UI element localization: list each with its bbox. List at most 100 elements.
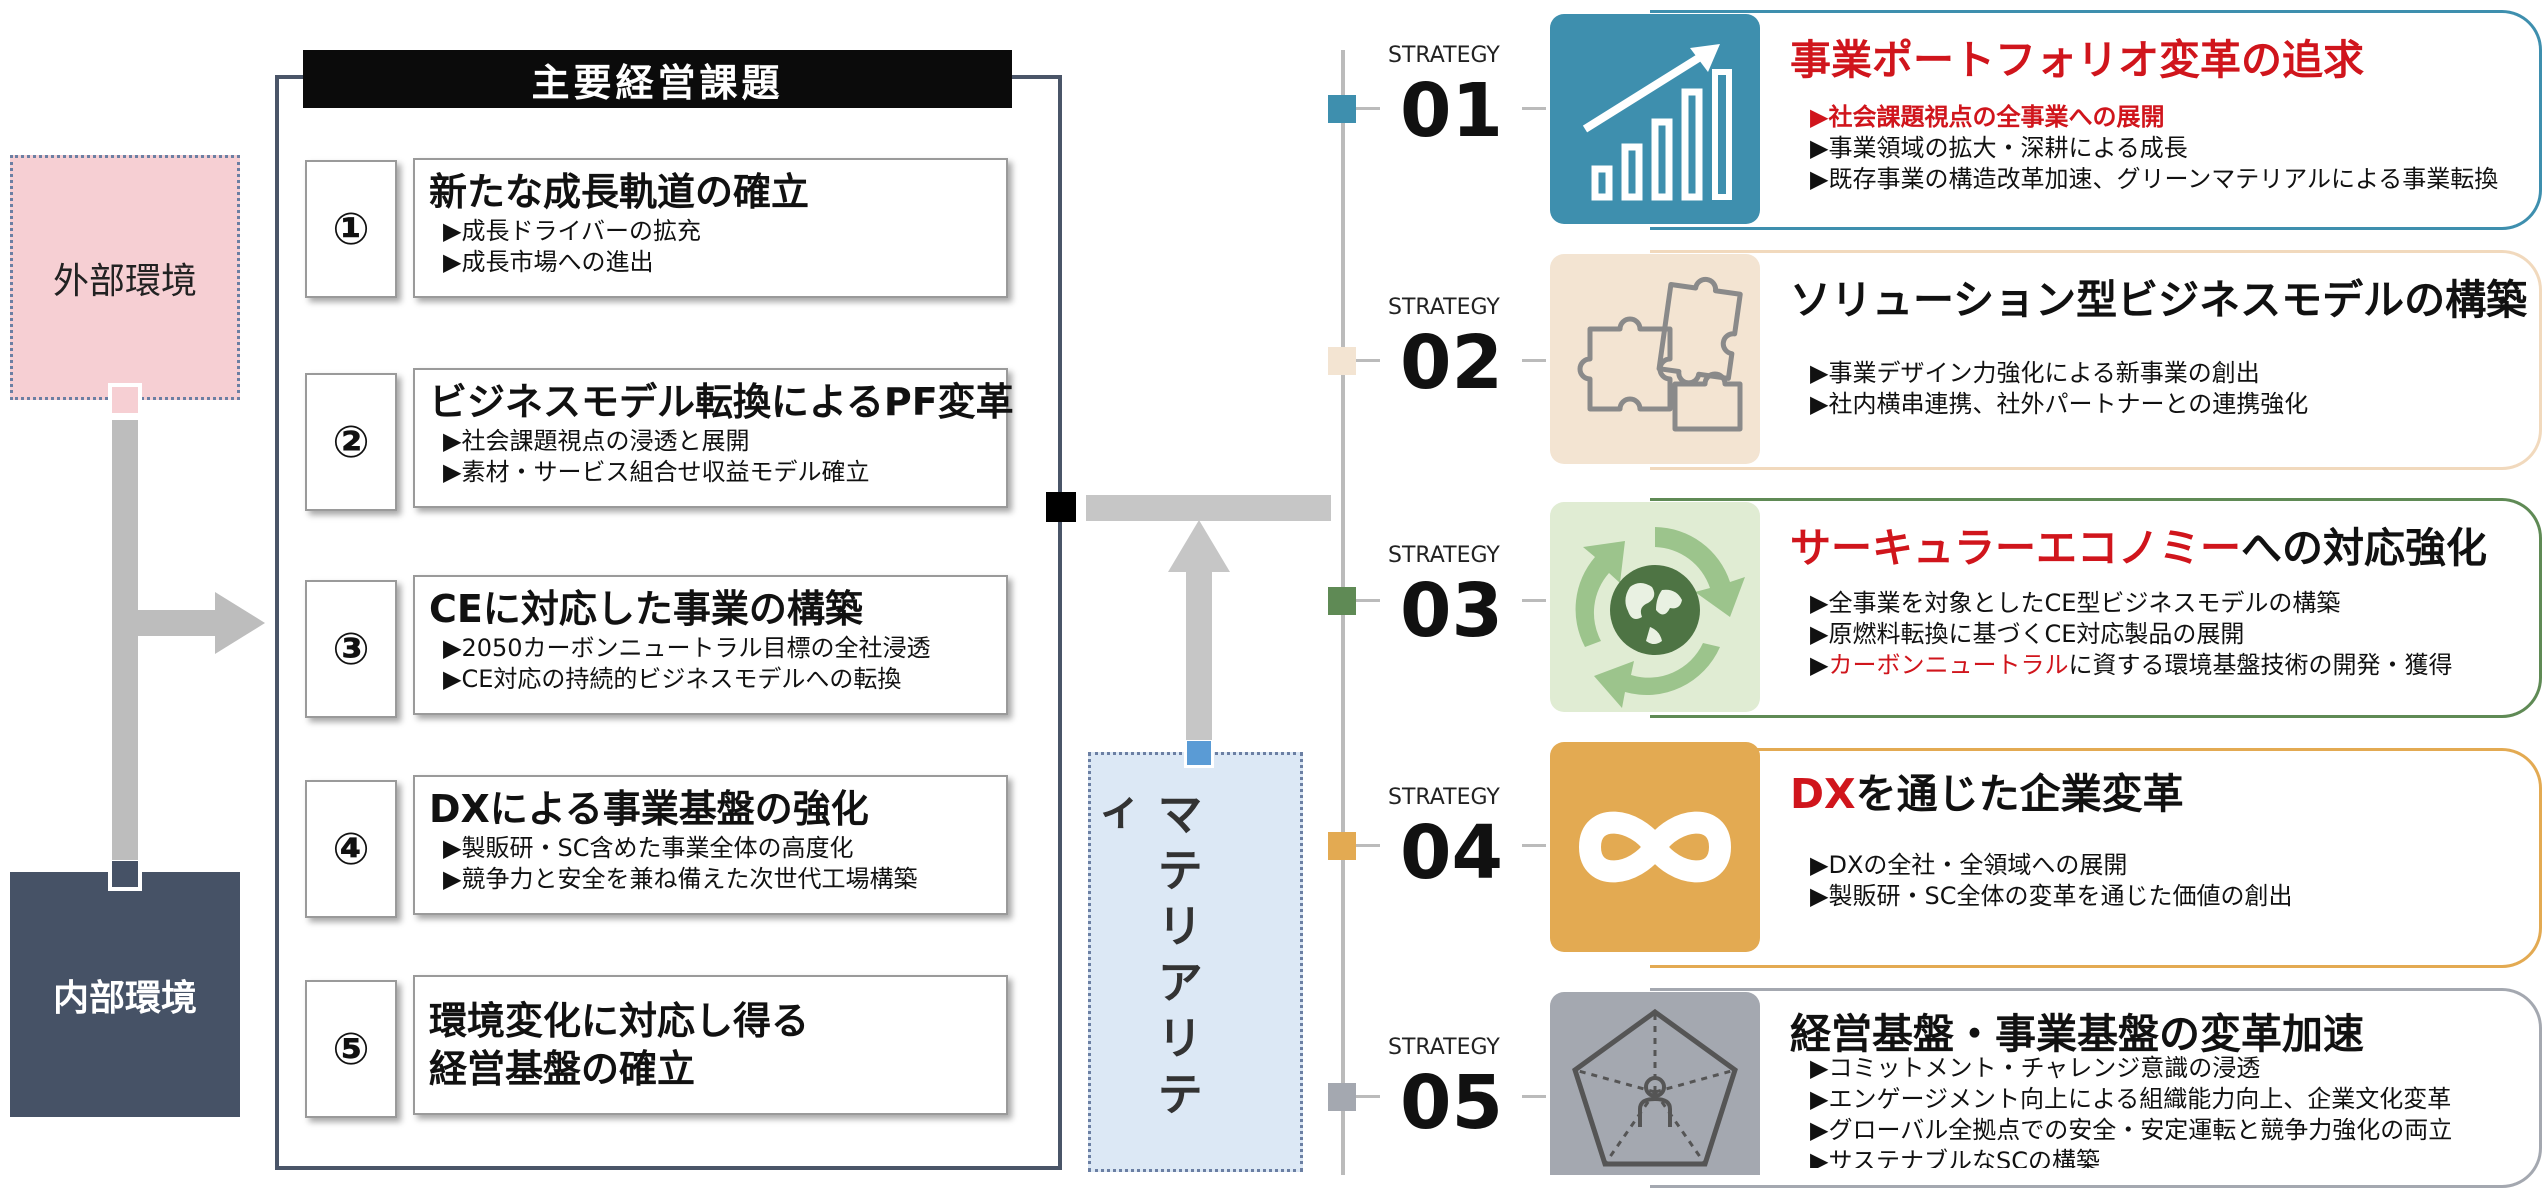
strategy-05-dash2 [1522,1095,1546,1098]
issue-bullet: ▶成長ドライバーの拡充 [443,217,701,245]
strategy-05-number: 05 [1400,1060,1503,1146]
strategy-03-bullets: ▶全事業を対象としたCE型ビジネスモデルの構築 ▶原燃料転換に基づくCE対応製品… [1810,588,2452,681]
env-connector-line [112,420,138,860]
strategy-bullet: ▶製販研・SC全体の変革を通じた価値の創出 [1810,882,2293,910]
strategy-01-label: STRATEGY [1388,43,1500,68]
bullet-red-term: カーボンニュートラル [1828,651,2069,679]
external-environment-label: 外部環境 [52,260,197,302]
strategy-04-dash [1356,844,1380,847]
issue-number-4: ④ [305,780,397,918]
strategy-04-bullets: ▶DXの全社・全領域への展開 ▶製販研・SC全体の変革を通じた価値の創出 [1810,850,2292,912]
issue-bullet: ▶製販研・SC含めた事業全体の高度化 [443,834,854,862]
issue-card-4: DXによる事業基盤の強化 ▶製販研・SC含めた事業全体の高度化 ▶競争力と安全を… [413,775,1008,915]
strategy-02-bullets: ▶事業デザイン力強化による新事業の創出 ▶社内横串連携、社外パートナーとの連携強… [1810,358,2308,420]
issue-bullet: ▶CE対応の持続的ビジネスモデルへの転換 [443,665,902,693]
strategy-01-title: 事業ポートフォリオ変革の追求 [1790,36,2364,84]
bullet-rest: に資する環境基盤技術の開発・獲得 [2068,651,2453,679]
strategy-03-marker [1328,587,1356,615]
strategy-03-title: サーキュラーエコノミーへの対応強化 [1790,514,2487,574]
materiality-label: マテリアリティ [1084,790,1204,1126]
strategy-bullet: ▶エンゲージメント向上による組織能力向上、企業文化変革 [1810,1085,2452,1113]
strategy-05-marker [1328,1083,1356,1111]
strategy-04-dash2 [1522,844,1546,847]
issue-number-1: ① [305,160,397,298]
puzzle-icon [1550,254,1760,464]
strategy-bullet: ▶コミットメント・チャレンジ意識の浸透 [1810,1054,2261,1082]
issue-title-3: CEに対応した事業の構築 [429,587,863,631]
issues-to-strategy-line [1086,495,1331,521]
strategy-05-label: STRATEGY [1388,1035,1500,1060]
strategy-02-marker [1328,347,1356,375]
strategy-04-marker [1328,832,1356,860]
strategy-02-dash [1356,359,1380,362]
materiality-connector [1184,738,1214,768]
internal-environment-label: 内部環境 [52,977,197,1019]
issues-title: 主要経営課題 [303,50,1012,108]
issue-bullet: ▶社会課題視点の浸透と展開 [443,427,750,455]
internal-connector [108,857,142,891]
strategy-02-card [1650,250,2542,470]
strategy-01-card [1650,10,2542,230]
issue-title-2: ビジネスモデル転換によるPF変革 [429,380,1014,424]
issue-title-5-line2: 経営基盤の確立 [429,1047,696,1091]
strategy-03-title-red: サーキュラーエコノミー [1790,524,2241,572]
strategy-bullet: ▶既存事業の構造改革加速、グリーンマテリアルによる事業転換 [1810,165,2499,193]
strategy-01-bullets: ▶社会課題視点の全事業への展開 ▶事業領域の拡大・深耕による成長 ▶既存事業の構… [1810,102,2498,195]
strategy-bullet: ▶社会課題視点の全事業への展開 [1810,103,2165,131]
issues-connector-square [1046,492,1076,522]
strategy-04-number: 04 [1400,810,1503,896]
strategy-04-title-rest: を通じた企業変革 [1855,770,2184,818]
strategy-bullet: ▶全事業を対象としたCE型ビジネスモデルの構築 [1810,589,2341,617]
issue-number-2: ② [305,373,397,511]
strategy-bullet: ▶カーボンニュートラルに資する環境基盤技術の開発・獲得 [1810,650,2452,681]
internal-environment-box: 内部環境 [10,872,240,1117]
strategy-03-card [1650,498,2542,718]
strategy-03-number: 03 [1400,568,1503,654]
issue-title-4: DXによる事業基盤の強化 [429,787,869,831]
strategy-01-number: 01 [1400,68,1503,154]
external-connector [108,383,142,417]
strategy-bullet: ▶グローバル全拠点での安全・安定運転と競争力強化の両立 [1810,1116,2453,1144]
strategy-01-dash [1356,107,1380,110]
issue-bullet: ▶2050カーボンニュートラル目標の全社浸透 [443,634,931,662]
recycle-globe-icon [1550,502,1760,712]
strategy-04-title-red: DX [1790,770,1856,818]
strategy-01-dash2 [1522,107,1546,110]
strategy-bullet: ▶原燃料転換に基づくCE対応製品の展開 [1810,620,2245,648]
strategy-05-card [1650,988,2542,1188]
strategy-04-card [1650,748,2542,968]
issue-card-2: ビジネスモデル転換によるPF変革 ▶社会課題視点の浸透と展開 ▶素材・サービス組… [413,368,1014,508]
issue-title-5-line1: 環境変化に対応し得る [429,999,810,1043]
materiality-arrow-head [1168,520,1230,572]
strategy-bullet: ▶サステナブルなSCの構築 [1810,1147,2100,1168]
strategy-05-bullets: ▶コミットメント・チャレンジ意識の浸透 ▶エンゲージメント向上による組織能力向上… [1810,1053,2452,1168]
materiality-arrow-shaft [1186,570,1212,740]
strategy-05-title: 経営基盤・事業基盤の変革加速 [1790,1010,2364,1058]
strategy-bullet: ▶社内横串連携、社外パートナーとの連携強化 [1810,390,2309,418]
strategy-01-marker [1328,95,1356,123]
strategy-04-title: DXを通じた企業変革 [1790,760,2184,820]
strategy-bullet: ▶事業領域の拡大・深耕による成長 [1810,134,2188,162]
strategy-04-label: STRATEGY [1388,785,1500,810]
external-environment-box: 外部環境 [10,155,240,400]
infinity-icon [1550,742,1760,952]
strategy-02-label: STRATEGY [1388,295,1500,320]
strategy-05-dash [1356,1095,1380,1098]
issue-title-1: 新たな成長軌道の確立 [429,170,810,214]
strategy-03-dash2 [1522,599,1546,602]
issue-card-1: 新たな成長軌道の確立 ▶成長ドライバーの拡充 ▶成長市場への進出 [413,158,1008,298]
env-arrow-head [215,592,265,654]
strategy-03-dash [1356,599,1380,602]
issue-card-3: CEに対応した事業の構築 ▶2050カーボンニュートラル目標の全社浸透 ▶CE対… [413,575,1008,715]
strategy-03-label: STRATEGY [1388,543,1500,568]
strategy-bullet: ▶事業デザイン力強化による新事業の創出 [1810,359,2260,387]
issue-bullet: ▶競争力と安全を兼ね備えた次世代工場構築 [443,865,918,893]
strategy-03-title-rest: への対応強化 [2241,524,2487,572]
issue-number-3: ③ [305,580,397,718]
issue-bullet: ▶素材・サービス組合せ収益モデル確立 [443,458,870,486]
issue-card-5: 環境変化に対応し得る 経営基盤の確立 [413,975,1008,1115]
issue-bullet: ▶成長市場への進出 [443,248,654,276]
pentagon-network-icon [1550,992,1760,1175]
env-arrow-shaft [138,610,218,636]
materiality-box [1088,752,1303,1172]
